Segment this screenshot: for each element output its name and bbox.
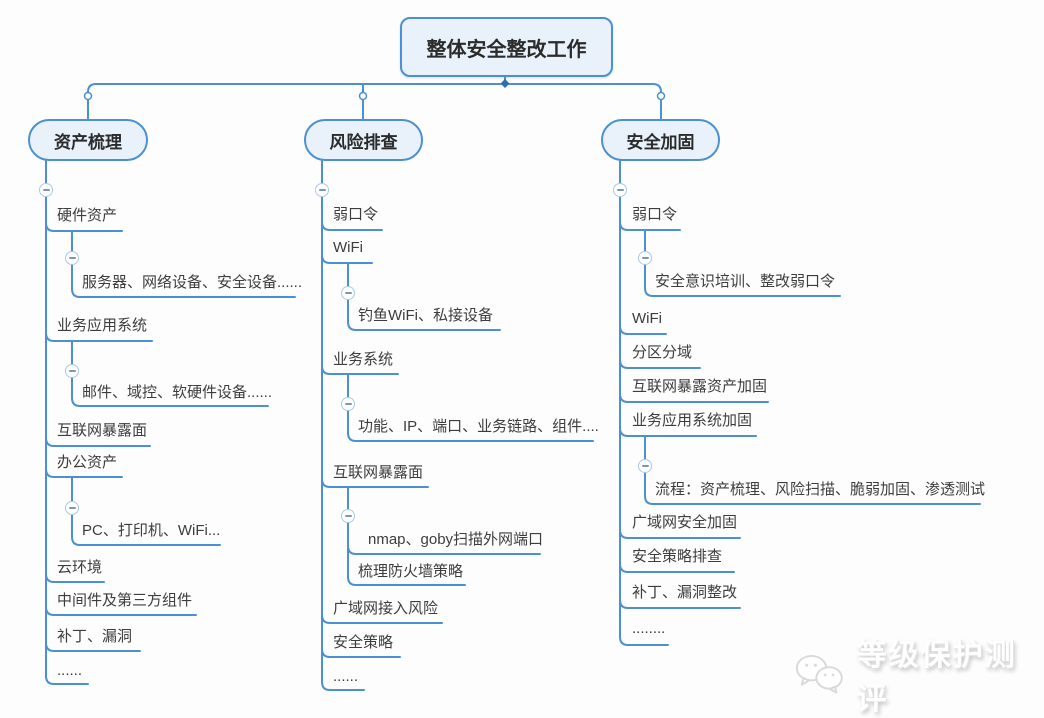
topic-label[interactable]: WiFi (632, 310, 662, 327)
topic-label[interactable]: 安全策略 (333, 634, 394, 651)
branch-security-hardening[interactable]: 安全加固 (601, 119, 720, 161)
wechat-icon (795, 654, 843, 694)
collapse-icon[interactable] (613, 183, 627, 197)
collapse-icon[interactable] (341, 509, 355, 523)
mindmap-canvas: 整体安全整改工作 资产梳理 风险排查 安全加固 硬件资产 服务器、网络设备、安全… (28, 17, 1015, 716)
topic-label[interactable]: ........ (632, 620, 666, 637)
branch-label: 风险排查 (329, 132, 398, 152)
branch-label: 资产梳理 (54, 132, 122, 152)
subtopic-label[interactable]: PC、打印机、WiFi... (82, 522, 221, 539)
topic-label[interactable]: 互联网暴露面 (333, 464, 424, 481)
subtopic-label[interactable]: 梳理防火墙策略 (358, 563, 464, 580)
topic-label[interactable]: ...... (57, 662, 83, 679)
topic-label[interactable]: 补丁、漏洞整改 (632, 584, 738, 601)
topic-label[interactable]: 补丁、漏洞 (57, 628, 133, 645)
root-node-label: 整体安全整改工作 (426, 38, 587, 61)
topic-label[interactable]: 业务应用系统加固 (632, 412, 753, 429)
branch-asset-inventory[interactable]: 资产梳理 (28, 119, 148, 161)
collapse-icon[interactable] (65, 251, 79, 265)
topic-label[interactable]: 业务系统 (333, 351, 394, 368)
topic-label[interactable]: 安全策略排查 (632, 548, 723, 565)
collapse-icon[interactable] (341, 286, 355, 300)
branch-risk-investigation[interactable]: 风险排查 (304, 119, 423, 161)
root-node[interactable]: 整体安全整改工作 (400, 17, 613, 77)
topic-label[interactable]: WiFi (333, 239, 363, 256)
watermark: 等级保护测评 (792, 630, 1044, 718)
topic-label[interactable]: 互联网暴露资产加固 (632, 378, 768, 395)
topic-label[interactable]: 分区分域 (632, 344, 693, 361)
topic-label[interactable]: 广域网安全加固 (632, 514, 738, 531)
branch-label: 安全加固 (626, 132, 695, 152)
collapse-icon[interactable] (65, 501, 79, 515)
topic-label[interactable]: 业务应用系统 (57, 317, 148, 334)
subtopic-label[interactable]: 功能、IP、端口、业务链路、组件.... (358, 418, 599, 435)
subtopic-label[interactable]: 安全意识培训、整改弱口令 (655, 273, 836, 290)
collapse-icon[interactable] (65, 364, 79, 378)
topic-label[interactable]: ...... (333, 668, 359, 685)
subtopic-label[interactable]: 服务器、网络设备、安全设备...... (82, 274, 303, 291)
subtopic-label[interactable]: 钓鱼WiFi、私接设备 (358, 307, 493, 324)
watermark-text: 等级保护测评 (856, 639, 1017, 716)
subtopic-label[interactable]: 流程：资产梳理、风险扫描、脆弱加固、渗透测试 (655, 481, 986, 498)
topic-label[interactable]: 弱口令 (333, 206, 379, 223)
subtopic-label[interactable]: 邮件、域控、软硬件设备...... (82, 384, 273, 401)
collapse-icon[interactable] (315, 183, 329, 197)
collapse-icon[interactable] (39, 183, 53, 197)
collapse-icon[interactable] (341, 397, 355, 411)
topic-label[interactable]: 云环境 (57, 559, 103, 576)
topic-label[interactable]: 广域网接入风险 (333, 600, 439, 617)
topic-label[interactable]: 中间件及第三方组件 (57, 592, 193, 609)
subtopic-label[interactable]: nmap、goby扫描外网端口 (368, 531, 544, 548)
topic-label[interactable]: 硬件资产 (57, 207, 118, 224)
topic-label[interactable]: 办公资产 (57, 454, 118, 471)
topic-label[interactable]: 弱口令 (632, 206, 678, 223)
collapse-icon[interactable] (638, 459, 652, 473)
topic-label[interactable]: 互联网暴露面 (57, 422, 148, 439)
collapse-icon[interactable] (638, 251, 652, 265)
